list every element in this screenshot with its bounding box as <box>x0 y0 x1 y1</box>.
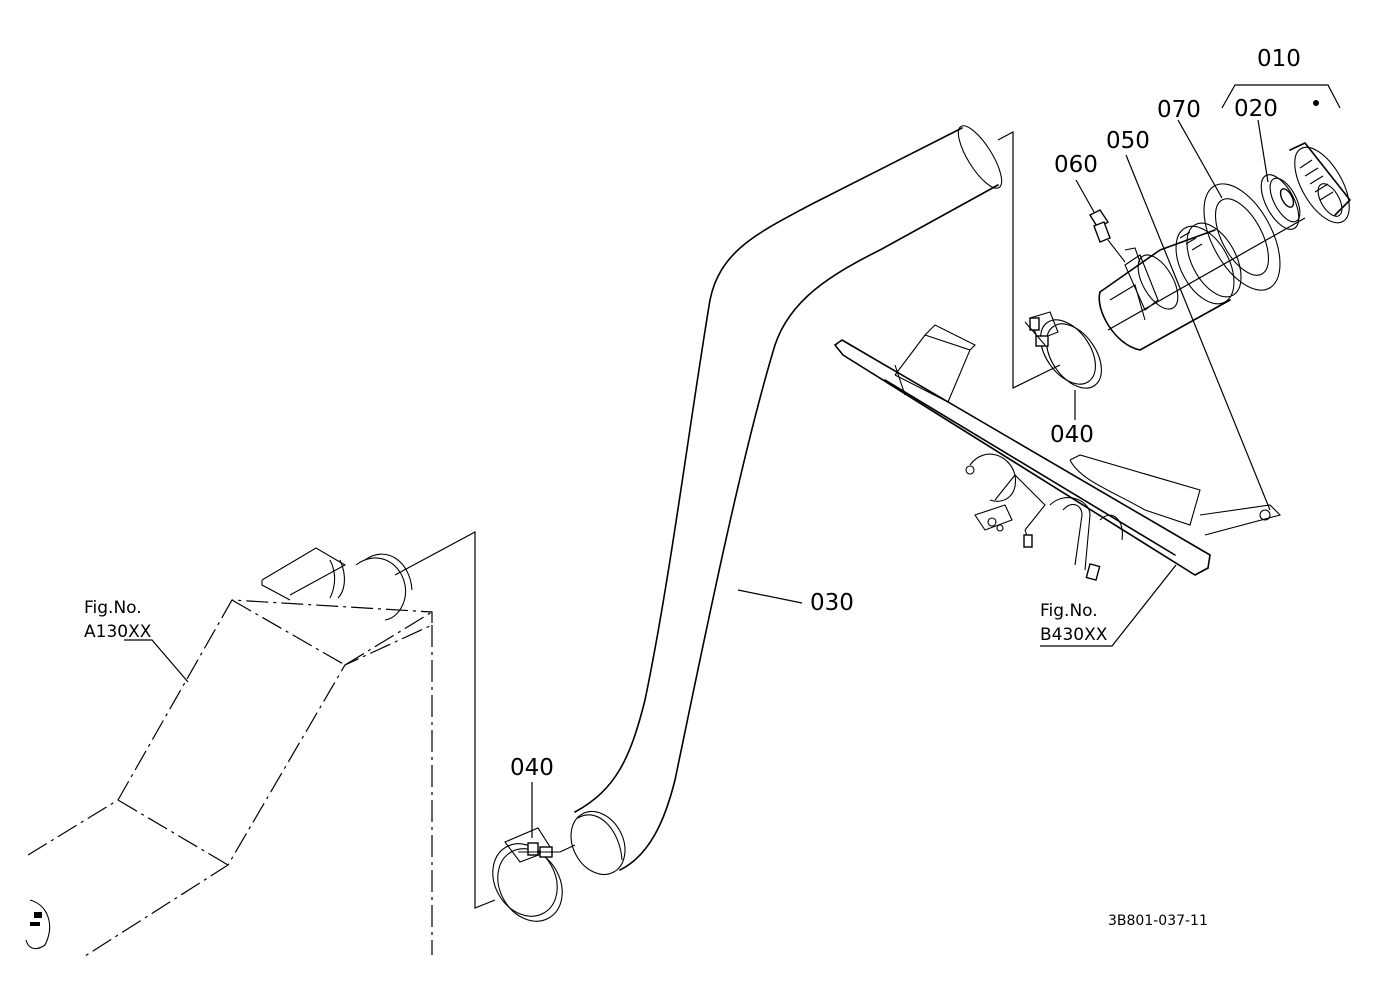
fitting-050 <box>1098 222 1242 351</box>
label-030: 030 <box>810 590 854 616</box>
label-050: 050 <box>1106 128 1150 154</box>
washer-020 <box>1260 174 1301 230</box>
label-010: 010 <box>1257 46 1301 72</box>
clamp-040-lower <box>492 827 576 922</box>
label-040-bottom: 040 <box>510 755 554 781</box>
leader-060 <box>1075 179 1095 213</box>
label-070: 070 <box>1157 97 1201 123</box>
leader-030 <box>737 589 803 604</box>
reference-bracket-lower <box>394 530 496 909</box>
reference-bracket-upper <box>997 131 1061 389</box>
leader-050 <box>1125 154 1271 511</box>
leader-010-bracket <box>1221 84 1341 109</box>
frame-b430xx <box>834 324 1282 581</box>
drawing-number: 3B801-037-11 <box>1108 913 1208 929</box>
label-060: 060 <box>1054 152 1098 178</box>
cap-010 <box>1289 100 1351 224</box>
fig-code-left: A130XX <box>84 622 152 642</box>
gasket-070 <box>1203 183 1281 291</box>
clamp-040-upper <box>1024 311 1102 389</box>
assembly-center-line <box>1107 217 1306 331</box>
leader-070 <box>1177 119 1223 199</box>
fig-label-left: Fig.No. <box>84 598 142 618</box>
leader-b430xx <box>1040 564 1177 647</box>
label-040-top: 040 <box>1050 422 1094 448</box>
nipple-060 <box>1089 209 1126 263</box>
leader-a130xx <box>124 639 189 683</box>
fig-code-right: B430XX <box>1040 625 1108 645</box>
left-assembly-a130xx <box>25 547 433 959</box>
hose-030 <box>570 125 1003 875</box>
leader-020 <box>1257 119 1269 183</box>
label-020: 020 <box>1234 96 1278 122</box>
fig-label-right: Fig.No. <box>1040 601 1098 621</box>
